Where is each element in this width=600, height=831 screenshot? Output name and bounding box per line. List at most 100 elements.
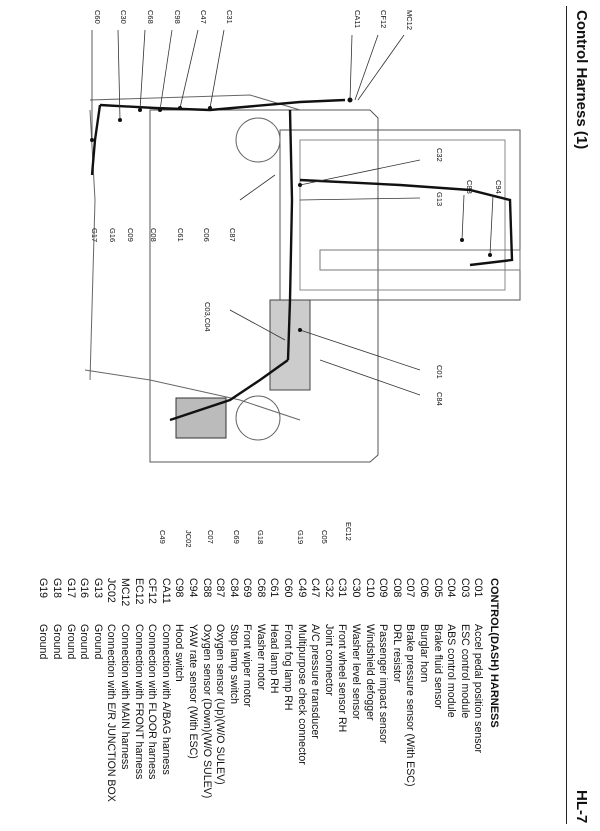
legend-description: Ground <box>78 624 91 660</box>
legend-code: C60 <box>282 578 295 598</box>
legend-code: JC02 <box>105 578 118 603</box>
strut-tower-lower <box>235 395 281 441</box>
legend-description: Connection with MAIN harness <box>118 624 131 770</box>
legend-description: Oxygen sensor (Down)(W/O SULEV) <box>200 624 213 799</box>
harness-firewall <box>299 178 514 267</box>
legend-description: YAW rate sensor (With ESC) <box>186 624 199 759</box>
callout-left-10: G18 <box>256 530 265 544</box>
callout-left-12: C05 <box>320 530 329 544</box>
legend-description: Head lamp RH <box>268 624 281 694</box>
legend-description: ABS control module <box>445 624 458 718</box>
firewall-outline <box>279 129 521 301</box>
body-outline <box>149 109 379 463</box>
strut-tower-upper <box>235 117 281 163</box>
legend-description: Accel pedal position sensor <box>472 624 485 753</box>
legend-code: C08 <box>390 578 403 598</box>
legend-code: C01 <box>472 578 485 598</box>
legend-code: C98 <box>173 578 186 598</box>
legend-code: C47 <box>309 578 322 598</box>
legend-description: Windshield defogger <box>363 624 376 721</box>
legend-code: C32 <box>322 578 335 598</box>
legend-code: C61 <box>268 578 281 598</box>
legend-code: G16 <box>78 578 91 599</box>
legend-description: Stop lamp switch <box>227 624 240 705</box>
legend-description: Front wheel sensor RH <box>336 624 349 733</box>
legend-code: MC12 <box>118 578 131 607</box>
legend-description: Hood switch <box>173 624 186 682</box>
legend-heading: CONTROL(DASH) HARNESS <box>488 578 500 728</box>
callout-left-8: C07 <box>206 530 215 544</box>
callout-right-1: G13 <box>435 192 444 206</box>
legend-description: Washer level sensor <box>350 624 363 720</box>
callout-left-6: C87 <box>228 228 237 242</box>
callout-top-1: C30 <box>119 10 128 24</box>
callout-left-2: C09 <box>126 228 135 242</box>
legend-code: C10 <box>363 578 376 598</box>
legend-code: C88 <box>200 578 213 598</box>
fender-bottom <box>84 369 301 421</box>
callout-top-5: C31 <box>225 10 234 24</box>
callout-top-8: MC12 <box>405 10 414 30</box>
legend-description: DRL resistor <box>390 624 403 683</box>
harness-bottom-branch <box>169 359 289 422</box>
callout-top-2: C68 <box>146 10 155 24</box>
legend-code: C87 <box>214 578 227 598</box>
legend-description: Ground <box>37 624 50 660</box>
legend-description: Passenger impact sensor <box>377 624 390 744</box>
crossmember <box>319 249 521 271</box>
legend-code: C04 <box>445 578 458 598</box>
legend-code: C09 <box>377 578 390 598</box>
legend-code: CA11 <box>159 578 172 604</box>
legend-code: G17 <box>64 578 77 599</box>
legend-code: C69 <box>241 578 254 598</box>
legend-code: C94 <box>186 578 199 598</box>
callout-top-4: C47 <box>199 10 208 24</box>
legend-description: Connection with A/BAG harness <box>159 624 172 775</box>
page-title: Control Harness (1) <box>573 10 590 150</box>
callout-left-11: G19 <box>296 530 305 544</box>
legend-code: CF12 <box>146 578 159 604</box>
legend-code: C06 <box>418 578 431 598</box>
legend-code: G13 <box>91 578 104 599</box>
callout-right-4: C01 <box>435 365 444 379</box>
callout-left-13: EC12 <box>344 522 353 541</box>
legend-description: Joint connector <box>322 624 335 696</box>
callout-left-0: G17 <box>90 228 99 242</box>
legend-description: Connection with E/R JUNCTION BOX <box>105 624 118 802</box>
legend-code: C49 <box>295 578 308 598</box>
legend-description: Front fog lamp RH <box>282 624 295 711</box>
legend-description: Brake fluid sensor <box>431 624 444 709</box>
legend-code: C30 <box>350 578 363 598</box>
callout-top-0: C60 <box>93 10 102 24</box>
callout-left-1: G16 <box>108 228 117 242</box>
legend-description: Washer motor <box>254 624 267 691</box>
legend-description: A/C pressure transducer <box>309 624 322 739</box>
legend-code: C07 <box>404 578 417 598</box>
callout-left-3: C08 <box>149 228 158 242</box>
harness-right-branch <box>286 109 294 361</box>
page-number: HL-7 <box>573 790 590 824</box>
